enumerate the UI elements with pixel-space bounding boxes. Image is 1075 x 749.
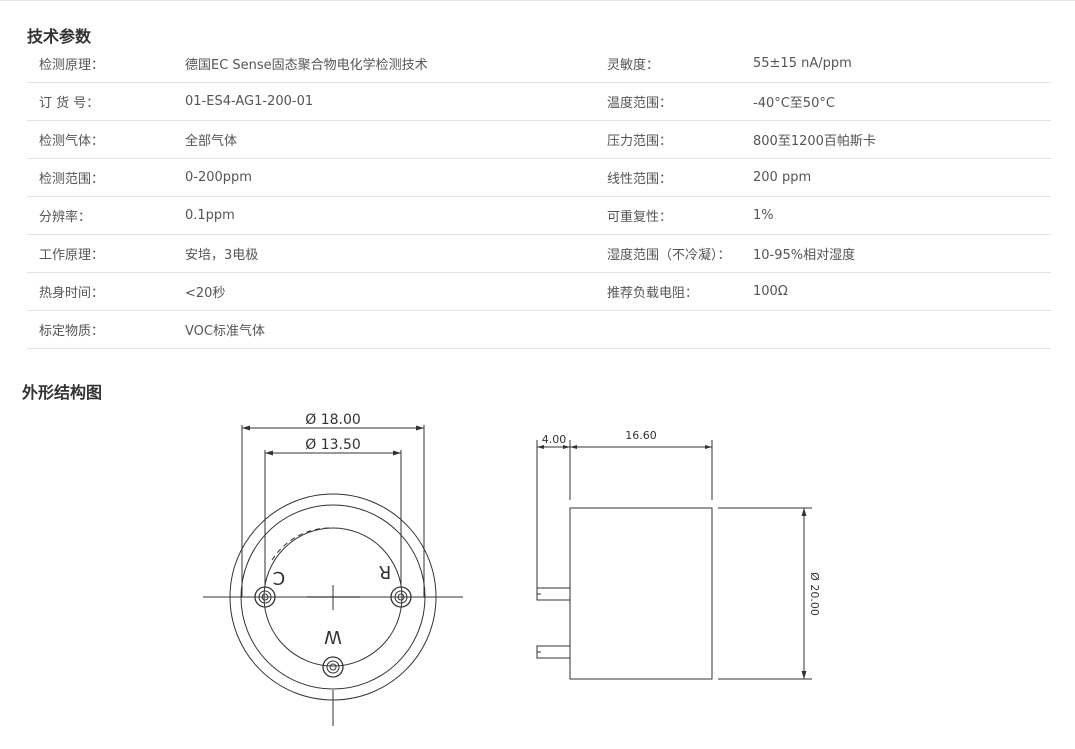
spec-value: 10-95%相对湿度 <box>753 248 856 263</box>
spec-value: 55±15 nA/ppm <box>753 56 852 71</box>
pin-w <box>322 656 344 678</box>
dim-inner-label: Ø 13.50 <box>305 437 361 453</box>
spec-label: 标定物质： <box>39 324 105 339</box>
dim-outer-label: Ø 18.00 <box>305 412 361 428</box>
table-row: 分辨率： 0.1ppm 可重复性： 1% <box>27 197 1051 235</box>
spec-label: 检测范围： <box>39 172 105 187</box>
spec-label: 检测原理： <box>39 58 105 73</box>
spec-label: 推荐负载电阻： <box>607 286 699 301</box>
spec-value: 800至1200百帕斯卡 <box>753 134 876 149</box>
top-divider <box>0 0 1075 1</box>
spec-label: 湿度范围（不冷凝）： <box>607 248 731 263</box>
pin-w-label: W <box>324 626 342 647</box>
spec-value: 100Ω <box>753 284 788 299</box>
pin-upper <box>536 587 571 601</box>
specs-section-title: 技术参数 <box>27 27 92 46</box>
spec-label: 温度范围： <box>607 96 673 111</box>
dimension-arrows-side <box>537 445 807 679</box>
table-row: 检测原理： 德国EC Sense固态聚合物电化学检测技术 灵敏度： 55±15 … <box>27 45 1051 83</box>
spec-label: 检测气体： <box>39 134 105 149</box>
spec-label: 压力范围： <box>607 134 673 149</box>
table-row: 热身时间： <20秒 推荐负载电阻： 100Ω <box>27 273 1051 311</box>
pin-c-label: C <box>273 567 286 588</box>
spec-value: <20秒 <box>185 286 226 301</box>
spec-label: 灵敏度： <box>607 58 660 73</box>
spec-value: 1% <box>753 208 774 223</box>
spec-value: 01-ES4-AG1-200-01 <box>185 94 314 109</box>
sensor-top-view <box>203 425 463 726</box>
spec-value: 200 ppm <box>753 170 812 185</box>
spec-label: 线性范围： <box>607 172 673 187</box>
sensor-body <box>569 507 713 680</box>
spec-label: 工作原理： <box>39 248 105 263</box>
dashed-arc <box>271 527 334 561</box>
dim-diameter-label: Ø 20.00 <box>808 572 821 616</box>
spec-value: 安培，3电极 <box>185 248 259 263</box>
spec-label: 热身时间： <box>39 286 105 301</box>
sensor-side-view <box>536 440 812 680</box>
spec-value: 0-200ppm <box>185 170 252 185</box>
table-row: 标定物质： VOC标准气体 <box>27 311 1051 349</box>
spec-table: 检测原理： 德国EC Sense固态聚合物电化学检测技术 灵敏度： 55±15 … <box>27 45 1051 349</box>
table-row: 检测范围： 0-200ppm 线性范围： 200 ppm <box>27 159 1051 197</box>
table-row: 工作原理： 安培，3电极 湿度范围（不冷凝）： 10-95%相对湿度 <box>27 235 1051 273</box>
table-row: 订 货 号： 01-ES4-AG1-200-01 温度范围： -40°C至50°… <box>27 83 1051 121</box>
dim-length-label: 16.60 <box>625 429 657 442</box>
pin-r-label: R <box>379 561 392 582</box>
spec-label: 可重复性： <box>607 210 673 225</box>
dimension-arrows <box>242 425 424 456</box>
spec-label: 订 货 号： <box>39 96 100 111</box>
table-row: 检测气体： 全部气体 压力范围： 800至1200百帕斯卡 <box>27 121 1051 159</box>
spec-value: -40°C至50°C <box>753 96 835 111</box>
spec-value: 全部气体 <box>185 134 238 149</box>
spec-value: 0.1ppm <box>185 208 235 223</box>
dim-pin-label: 4.00 <box>542 433 567 446</box>
pin-lower <box>536 645 571 659</box>
spec-value: 德国EC Sense固态聚合物电化学检测技术 <box>185 58 428 73</box>
spec-label: 分辨率： <box>39 210 92 225</box>
spec-value: VOC标准气体 <box>185 324 265 339</box>
drawing-section-title: 外形结构图 <box>22 383 103 402</box>
